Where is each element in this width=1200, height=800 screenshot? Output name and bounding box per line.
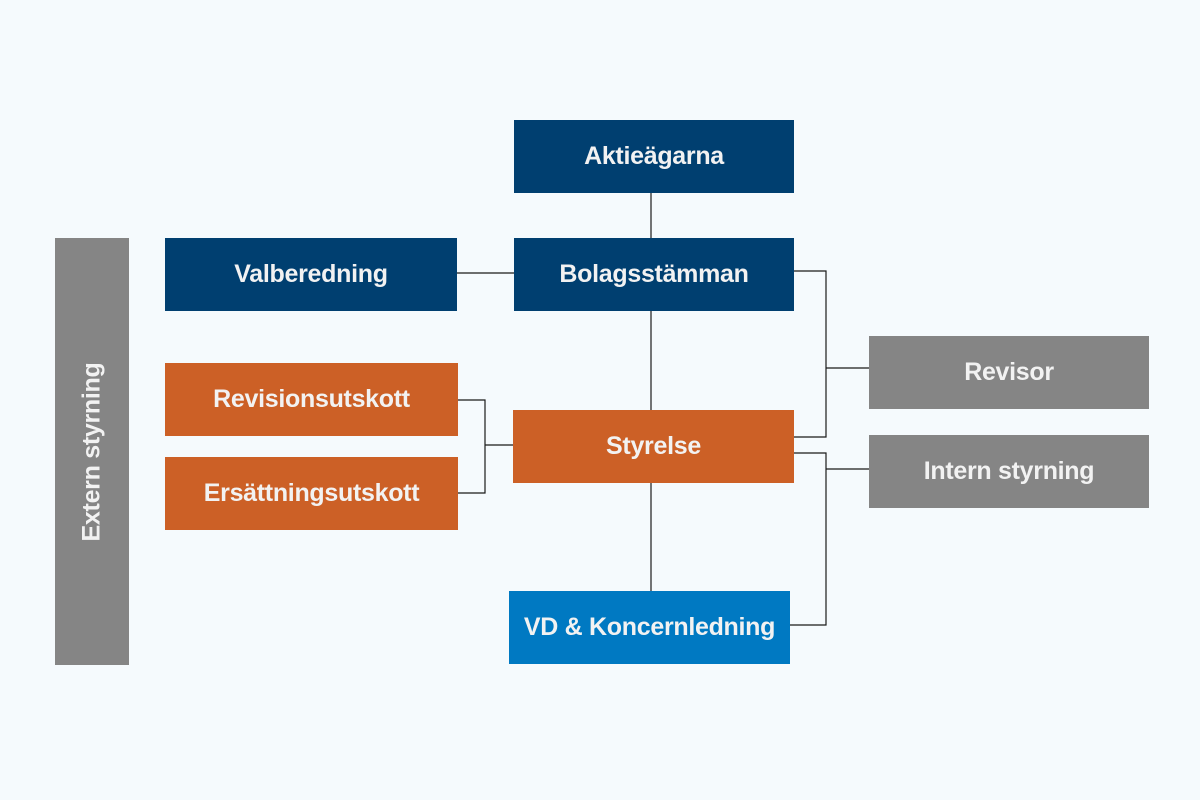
extern-styrning-label: Extern styrning <box>77 362 106 541</box>
node-valberedning-label: Valberedning <box>234 260 388 288</box>
extern-styrning-bar: Extern styrning <box>55 238 129 665</box>
node-revisor: Revisor <box>869 336 1149 409</box>
node-aktieagarna-label: Aktieägarna <box>584 142 724 170</box>
node-vd-koncernledning-label: VD & Koncernledning <box>523 613 776 641</box>
node-revisionsutskott: Revisionsutskott <box>165 363 458 436</box>
node-bolagsstamman: Bolagsstämman <box>514 238 794 311</box>
node-intern-styrning: Intern styrning <box>869 435 1149 508</box>
node-ersattningsutskott-label: Ersättningsutskott <box>203 479 420 507</box>
node-ersattningsutskott: Ersättningsutskott <box>165 457 458 530</box>
node-vd-koncernledning: VD & Koncernledning <box>509 591 790 664</box>
connector-revisor-bracket <box>794 270 827 438</box>
node-styrelse: Styrelse <box>513 410 794 483</box>
node-intern-styrning-label: Intern styrning <box>923 457 1095 485</box>
node-revisor-label: Revisor <box>964 358 1054 386</box>
node-valberedning: Valberedning <box>165 238 457 311</box>
node-revisionsutskott-label: Revisionsutskott <box>213 385 410 413</box>
connector-intern-bracket <box>790 452 827 626</box>
node-bolagsstamman-label: Bolagsstämman <box>559 260 749 288</box>
node-styrelse-label: Styrelse <box>606 432 701 460</box>
node-aktieagarna: Aktieägarna <box>514 120 794 193</box>
connector-committees-styrelse <box>458 399 486 494</box>
